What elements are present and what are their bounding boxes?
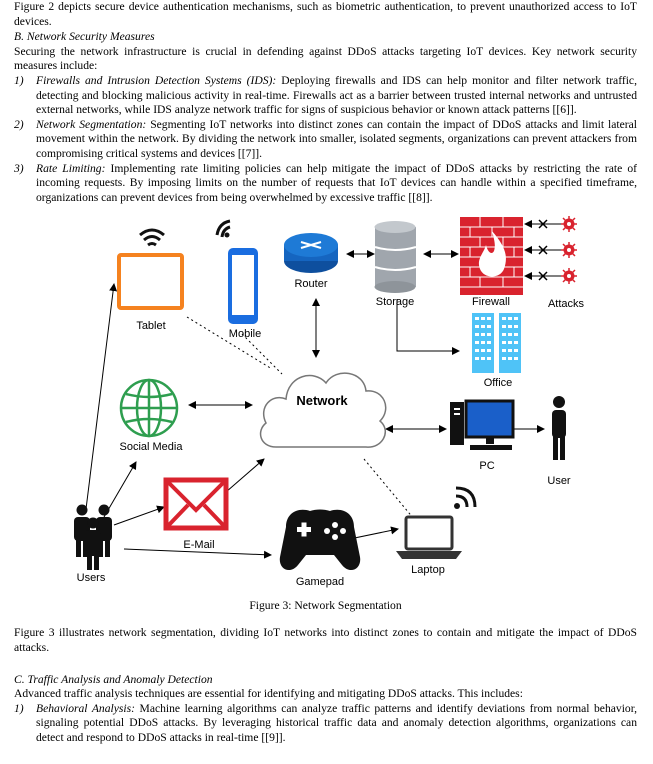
list-text: Machine learning algorithms can analyze …	[36, 701, 638, 744]
section-c-heading: C. Traffic Analysis and Anomaly Detectio…	[14, 672, 213, 686]
list-text: Implementing rate limiting policies can …	[36, 161, 637, 204]
network-segmentation-figure: Tablet Mobile Router	[14, 209, 637, 597]
section-b-heading: B. Network Security Measures	[14, 30, 155, 44]
intro-paragraph: Figure 2 depicts secure device authentic…	[14, 0, 637, 28]
user-icon	[552, 396, 566, 461]
list-term: Firewalls and Intrusion Detection System…	[36, 73, 277, 87]
firewall-icon	[460, 217, 523, 296]
network-label: Network	[296, 393, 348, 408]
router-label: Router	[294, 278, 327, 290]
list-item: 2) Network Segmentation: Segmenting IoT …	[14, 118, 637, 162]
list-term: Rate Limiting:	[36, 161, 106, 175]
section-b-intro: Securing the network infrastructure is c…	[14, 44, 637, 73]
document-page: Figure 2 depicts secure device authentic…	[14, 0, 637, 745]
list-item: 1) Behavioral Analysis: Machine learning…	[14, 702, 637, 746]
list-number: 3)	[14, 161, 24, 175]
user-label: User	[547, 475, 571, 487]
network-cloud-icon	[259, 372, 387, 449]
storage-label: Storage	[376, 296, 415, 308]
after-figure-paragraph: Figure 3 illustrates network segmentatio…	[14, 626, 637, 654]
tablet-label: Tablet	[136, 320, 165, 332]
figure-diagram: Tablet Mobile Router	[74, 216, 585, 588]
office-icon	[472, 313, 521, 374]
firewall-label: Firewall	[472, 296, 510, 308]
rss-icon	[454, 486, 477, 510]
list-item: 1) Firewalls and Intrusion Detection Sys…	[14, 74, 637, 118]
users-label: Users	[77, 572, 106, 584]
laptop-label: Laptop	[411, 564, 445, 576]
list-number: 2)	[14, 117, 24, 131]
section-c-intro: Advanced traffic analysis techniques are…	[14, 687, 523, 701]
list-item: 3) Rate Limiting: Implementing rate limi…	[14, 162, 637, 206]
list-text: Deploying firewalls and IDS can help mon…	[36, 73, 637, 117]
attacks-label: Attacks	[548, 298, 585, 310]
office-label: Office	[484, 377, 513, 389]
email-icon	[163, 477, 229, 531]
mobile-icon	[215, 219, 258, 325]
users-group-icon	[74, 504, 112, 571]
virus-icon	[561, 216, 577, 285]
pc-label: PC	[479, 460, 494, 472]
laptop-icon	[396, 515, 462, 560]
pc-icon	[450, 399, 515, 451]
social-media-label: Social Media	[120, 441, 184, 453]
list-number: 1)	[14, 73, 24, 87]
list-term: Network Segmentation:	[36, 117, 147, 131]
globe-icon	[119, 379, 179, 438]
list-number: 1)	[14, 701, 24, 715]
list-text: Segmenting IoT networks into distinct zo…	[36, 117, 638, 160]
figure-caption: Figure 3: Network Segmentation	[249, 599, 402, 613]
attacks-icons	[524, 219, 562, 281]
list-term: Behavioral Analysis:	[36, 701, 135, 715]
gamepad-label: Gamepad	[296, 576, 344, 588]
email-label: E-Mail	[183, 539, 214, 551]
tablet-icon	[117, 228, 184, 311]
connector-lines	[85, 250, 545, 560]
dotted-connectors	[186, 316, 415, 520]
storage-icon	[374, 221, 417, 294]
mobile-label: Mobile	[229, 328, 261, 340]
gamepad-icon	[279, 509, 361, 571]
router-icon	[284, 233, 338, 274]
